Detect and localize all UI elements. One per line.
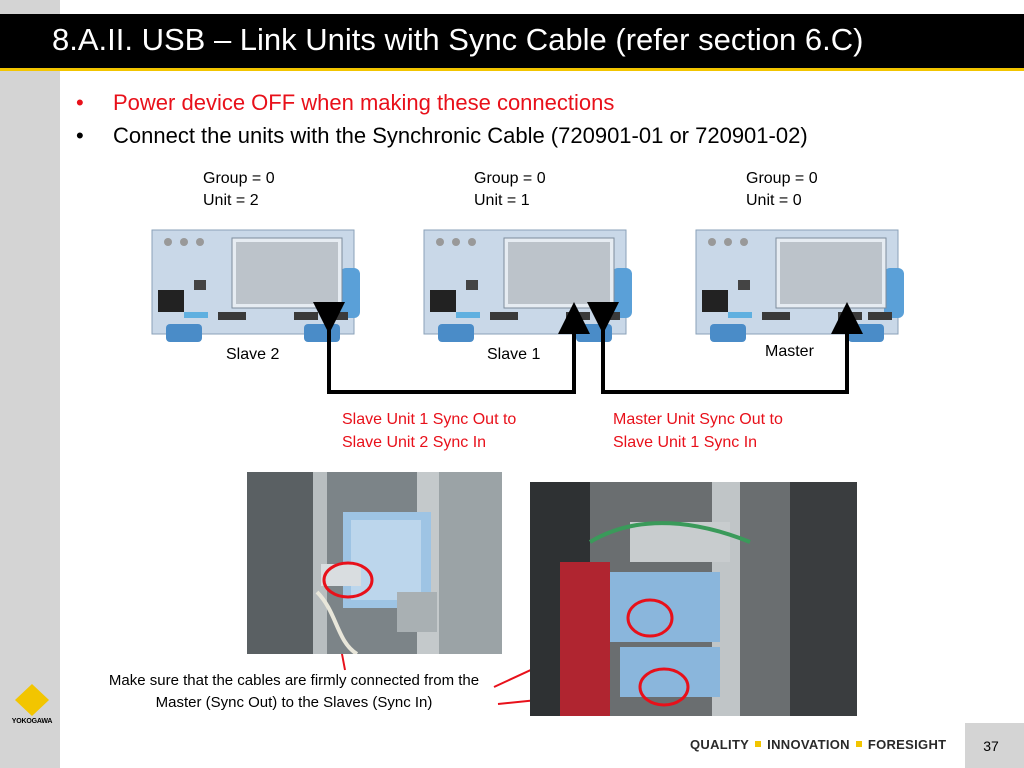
footer-tagline: QUALITY INNOVATION FORESIGHT — [690, 737, 946, 752]
group-label: Group = 0 — [746, 170, 818, 187]
sync-cable-slave1-to-slave2 — [313, 302, 590, 394]
unit-label: Unit = 0 — [746, 192, 802, 209]
bullet-text: Power device OFF when making these conne… — [113, 90, 615, 115]
note-line: Master Unit Sync Out to — [613, 411, 783, 428]
tagline-word: INNOVATION — [767, 737, 850, 752]
title-bar: 8.A.II. USB – Link Units with Sync Cable… — [0, 14, 1024, 71]
tagline-separator-square — [855, 741, 862, 747]
highlight-circle — [322, 561, 374, 599]
role-label-slave2: Slave 2 — [226, 346, 280, 363]
highlight-circle — [626, 598, 674, 638]
note-line: Slave Unit 1 Sync Out to — [342, 411, 517, 428]
unit-slave2-labels: Group = 0 Unit = 2 — [203, 168, 275, 212]
connection-note-master-slave1: Master Unit Sync Out to Slave Unit 1 Syn… — [613, 408, 783, 454]
cable-check-note: Make sure that the cables are firmly con… — [108, 672, 480, 711]
slide-title: 8.A.II. USB – Link Units with Sync Cable… — [52, 22, 864, 57]
photo-cabinet-right — [530, 482, 857, 716]
group-label: Group = 0 — [474, 170, 546, 187]
group-label: Group = 0 — [203, 170, 275, 187]
note-line: Slave Unit 2 Sync In — [342, 434, 487, 451]
tagline-word: FORESIGHT — [867, 737, 947, 752]
unit-slave1-labels: Group = 0 Unit = 1 — [474, 168, 546, 212]
page-number: 37 — [983, 738, 999, 754]
photo-cabinet-left — [247, 472, 502, 654]
page-number-box: 37 — [965, 723, 1024, 768]
role-label-master: Master — [765, 343, 814, 360]
logo-brand-text: YOKOGAWA — [11, 718, 53, 725]
unit-label: Unit = 1 — [474, 192, 530, 209]
bullet-marker: • — [76, 123, 84, 148]
unit-label: Unit = 2 — [203, 192, 259, 209]
bullet-text: Connect the units with the Synchronic Ca… — [113, 123, 808, 148]
bullet-list: • Power device OFF when making these conn… — [76, 86, 808, 152]
highlight-circle — [638, 667, 690, 707]
yokogawa-diamond-icon — [15, 684, 49, 716]
bullet-item-instruction: • Connect the units with the Synchronic C… — [76, 119, 808, 152]
sync-cable-master-to-slave1 — [587, 302, 863, 394]
role-label-slave1: Slave 1 — [487, 346, 541, 363]
unit-master-labels: Group = 0 Unit = 0 — [746, 168, 818, 212]
left-sidebar — [0, 0, 60, 768]
bullet-marker: • — [76, 90, 84, 115]
tagline-word: QUALITY — [690, 737, 750, 752]
connection-note-slave1-slave2: Slave Unit 1 Sync Out to Slave Unit 2 Sy… — [342, 408, 516, 454]
note-line: Slave Unit 1 Sync In — [613, 434, 758, 451]
company-logo: YOKOGAWA — [6, 683, 58, 725]
tagline-separator-square — [755, 741, 762, 747]
bullet-item-warning: • Power device OFF when making these conn… — [76, 86, 808, 119]
